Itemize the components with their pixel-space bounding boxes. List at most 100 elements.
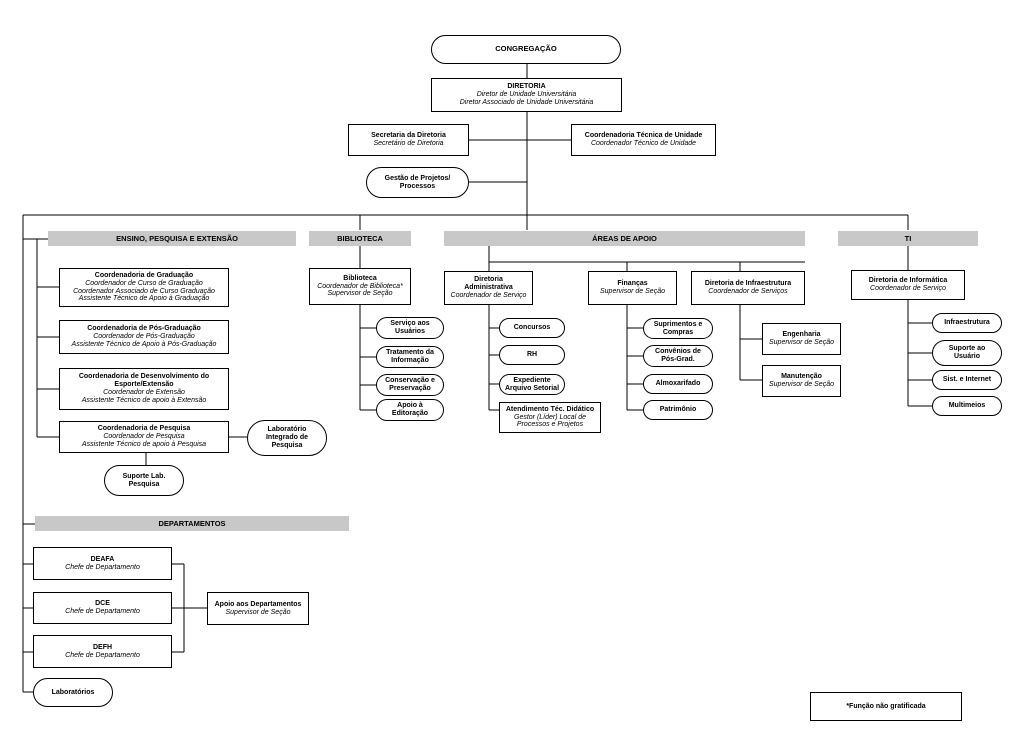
ti-item-infraestrutura: Infraestrutura [932, 313, 1002, 333]
laboratorios-label: Laboratórios [51, 688, 95, 696]
ti-item-multimeios: Multimeios [932, 396, 1002, 416]
graduacao-s1: Coordenador de Curso de Graduação [85, 279, 203, 287]
manutencao-title: Manutenção [781, 373, 822, 381]
pesquisa-title: Coordenadoria de Pesquisa [97, 425, 191, 433]
ti-item-l1: Suporte ao [948, 345, 986, 353]
dce-s: Chefe de Departamento [65, 608, 140, 615]
congregacao-node: CONGREGAÇÃO [431, 35, 621, 64]
header-ti: TI [838, 231, 978, 246]
footnote-box: *Função não gratificada [810, 692, 962, 721]
esporte-node: Coordenadoria de Desenvolvimento do Espo… [59, 368, 229, 410]
deafa-title: DEAFA [90, 555, 115, 563]
posgrad-node: Coordenadoria de Pós-Graduação Coordenad… [59, 320, 229, 354]
secretaria-node: Secretaria da Diretoria Secretário de Di… [348, 124, 469, 156]
dir-adm-t2: Administrativa [464, 284, 513, 292]
header-biblioteca-label: BIBLIOTECA [337, 234, 383, 243]
adm-item-l1: Expediente [513, 376, 551, 384]
gestao-line2: Processos [399, 182, 436, 190]
header-ensino-label: ENSINO, PESQUISA E EXTENSÃO [116, 234, 238, 243]
header-biblioteca: BIBLIOTECA [309, 231, 411, 246]
posgrad-title: Coordenadoria de Pós-Graduação [87, 325, 201, 333]
atendimento-node: Atendimento Téc. Didático Gestor (Líder)… [499, 402, 601, 433]
bib-item-l1: Conservação e [385, 377, 435, 385]
manutencao-s: Supervisor de Seção [769, 381, 834, 388]
graduacao-node: Coordenadoria de Graduação Coordenador d… [59, 268, 229, 307]
header-areas-label: ÁREAS DE APOIO [592, 234, 657, 243]
bib-item-conservacao: Conservação e Preservação [376, 374, 444, 396]
ti-item-l1: Sist. e Internet [942, 376, 992, 384]
bib-item-tratamento: Tratamento da Informação [376, 346, 444, 368]
defh-title: DEFH [92, 643, 113, 651]
esporte-s2: Assistente Técnico de apoio à Extensão [81, 396, 207, 404]
infra-node: Diretoria de Infraestrutura Coordenador … [691, 271, 805, 305]
engenharia-node: Engenharia Supervisor de Seção [762, 323, 841, 355]
posgrad-s1: Coordenador de Pós-Graduação [93, 333, 195, 341]
esporte-s1: Coordenador de Extensão [103, 389, 185, 396]
adm-item-expediente: Expediente Arquivo Setorial [499, 374, 565, 395]
fin-item-almoxarifado: Almoxarifado [643, 374, 713, 394]
bib-item-l2: Informação [391, 357, 429, 364]
adm-item-rh: RH [499, 345, 565, 365]
bib-item-apoio: Apoio à Editoração [376, 399, 444, 421]
fin-item-patrimonio: Patrimônio [643, 400, 713, 420]
engenharia-title: Engenharia [782, 331, 821, 339]
coord-tecnica-title: Coordenadoria Técnica de Unidade [584, 132, 703, 140]
dce-title: DCE [95, 600, 110, 608]
manutencao-node: Manutenção Supervisor de Seção [762, 365, 841, 397]
fin-item-l2: Pós-Grad. [661, 356, 695, 363]
esporte-t1: Coordenadoria de Desenvolvimento do [78, 373, 210, 381]
header-areas: ÁREAS DE APOIO [444, 231, 805, 246]
header-departamentos-label: DEPARTAMENTOS [158, 519, 226, 528]
bib-item-servico: Serviço aos Usuários [376, 317, 444, 339]
header-ensino: ENSINO, PESQUISA E EXTENSÃO [48, 231, 296, 246]
bib-item-l1: Serviço aos [390, 320, 430, 328]
coord-tecnica-sub: Coordenador Técnico de Unidade [590, 140, 697, 147]
defh-s: Chefe de Departamento [65, 651, 140, 659]
atendimento-s2: Processos e Projetos [516, 421, 584, 429]
gestao-line1: Gestão de Projetos/ [384, 174, 451, 182]
bib-item-l2: Editoração [391, 410, 429, 417]
dir-adm-node: Diretoria Administrativa Coordenador de … [444, 271, 533, 305]
ti-item-l1: Multimeios [948, 402, 986, 410]
diretoria-node: DIRETORIA Diretor de Unidade Universitár… [431, 78, 622, 112]
ti-item-l2: Usuário [953, 353, 981, 360]
financas-node: Finanças Supervisor de Seção [588, 271, 677, 305]
adm-item-l1: RH [526, 351, 538, 359]
deafa-s: Chefe de Departamento [65, 563, 140, 571]
fin-item-l1: Convênios de [655, 348, 701, 356]
laboratorios-node: Laboratórios [33, 678, 113, 707]
ti-item-suporte: Suporte ao Usuário [932, 340, 1002, 366]
suporte-lab-l1: Suporte Lab. [122, 472, 166, 480]
fin-item-l1: Patrimônio [659, 406, 697, 414]
apoio-departamentos-node: Apoio aos Departamentos Supervisor de Se… [207, 592, 309, 625]
graduacao-s2: Coordenador Associado de Curso Graduação [73, 287, 215, 295]
biblioteca-title: Biblioteca [343, 274, 377, 282]
congregacao-label: CONGREGAÇÃO [495, 44, 557, 54]
coord-tecnica-node: Coordenadoria Técnica de Unidade Coorden… [571, 124, 716, 156]
graduacao-s3: Assistente Técnico de Apoio à Graduação [78, 295, 210, 303]
secretaria-title: Secretaria da Diretoria [371, 132, 446, 140]
header-departamentos: DEPARTAMENTOS [35, 516, 349, 531]
graduacao-title: Coordenadoria de Graduação [94, 271, 194, 279]
bib-item-l1: Tratamento da [386, 349, 434, 357]
lab-integrado-l2: Integrado de [265, 434, 308, 442]
ti-item-l1: Infraestrutura [944, 319, 990, 327]
adm-item-l2: Arquivo Setorial [504, 384, 560, 392]
suporte-lab-l2: Pesquisa [128, 480, 160, 488]
fin-item-l1: Almoxarifado [655, 380, 701, 388]
diretoria-title: DIRETORIA [507, 83, 546, 91]
financas-s: Supervisor de Seção [600, 288, 665, 295]
atendimento-s1: Gestor (Líder) Local de [514, 413, 586, 421]
dce-node: DCE Chefe de Departamento [33, 592, 172, 624]
dir-informatica-title: Diretoria de Informática [868, 277, 948, 285]
biblioteca-s2: Supervisor de Seção [327, 290, 393, 298]
fin-item-suprimentos: Suprimentos e Compras [643, 318, 713, 339]
lab-integrado-l1: Laboratório [267, 426, 307, 434]
atendimento-title: Atendimento Téc. Didático [505, 405, 595, 413]
dir-informatica-node: Diretoria de Informática Coordenador de … [851, 270, 965, 300]
footnote-text: *Função não gratificada [846, 702, 926, 710]
ti-item-sistemas: Sist. e Internet [932, 370, 1002, 390]
dir-adm-s: Coordenador de Serviço [450, 291, 527, 299]
